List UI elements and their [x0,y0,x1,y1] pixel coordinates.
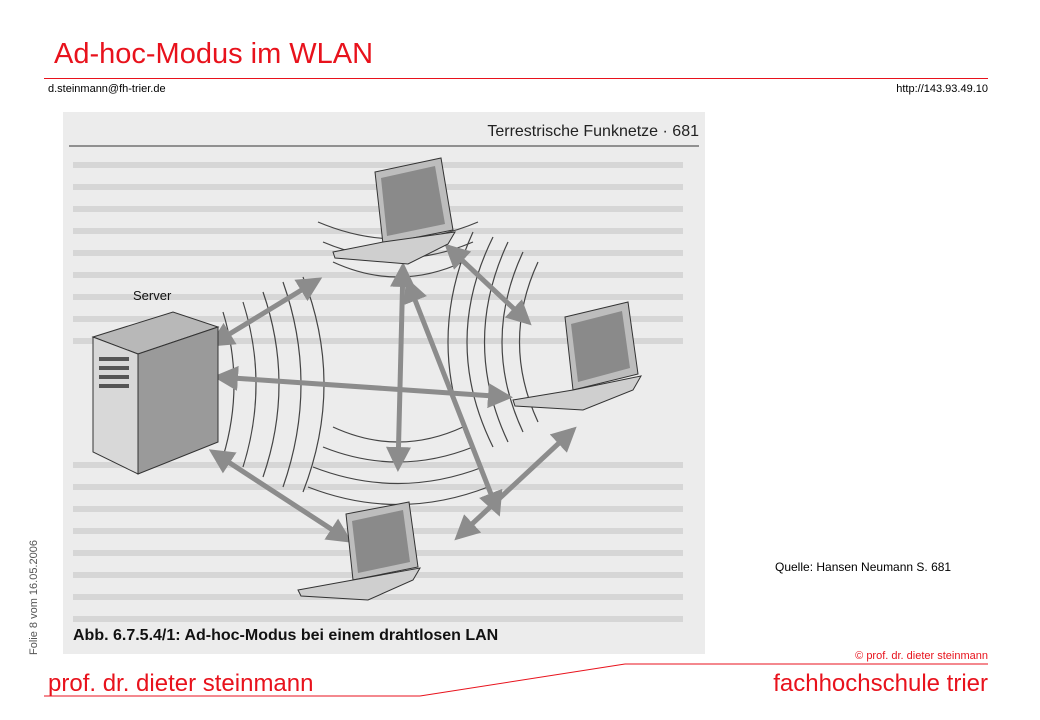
connection-arrows [208,243,577,543]
copyright-notice: © prof. dr. dieter steinmann [855,650,988,662]
server-tower [91,311,220,475]
slide-title: Ad-hoc-Modus im WLAN [54,38,374,70]
slide-number: Folie 8 vom 16.05.2006 [28,540,40,655]
scanned-figure: Terrestrische Funknetze · 681 [63,112,705,654]
figure-caption: Abb. 6.7.5.4/1: Ad-hoc-Modus bei einem d… [73,627,498,644]
laptop-right [512,301,642,411]
author-email: d.steinmann@fh-trier.de [48,83,166,95]
figure-page-header: Terrestrische Funknetze · 681 [487,123,699,140]
laptop-top [332,157,456,265]
footer-institution: fachhochschule trier [773,670,988,697]
laptop-bottom [297,501,421,601]
source-citation: Quelle: Hansen Neumann S. 681 [775,560,952,574]
server-label: Server [133,288,172,303]
server-url: http://143.93.49.10 [896,83,988,95]
footer-author: prof. dr. dieter steinmann [48,670,314,697]
title-rule [44,78,988,79]
